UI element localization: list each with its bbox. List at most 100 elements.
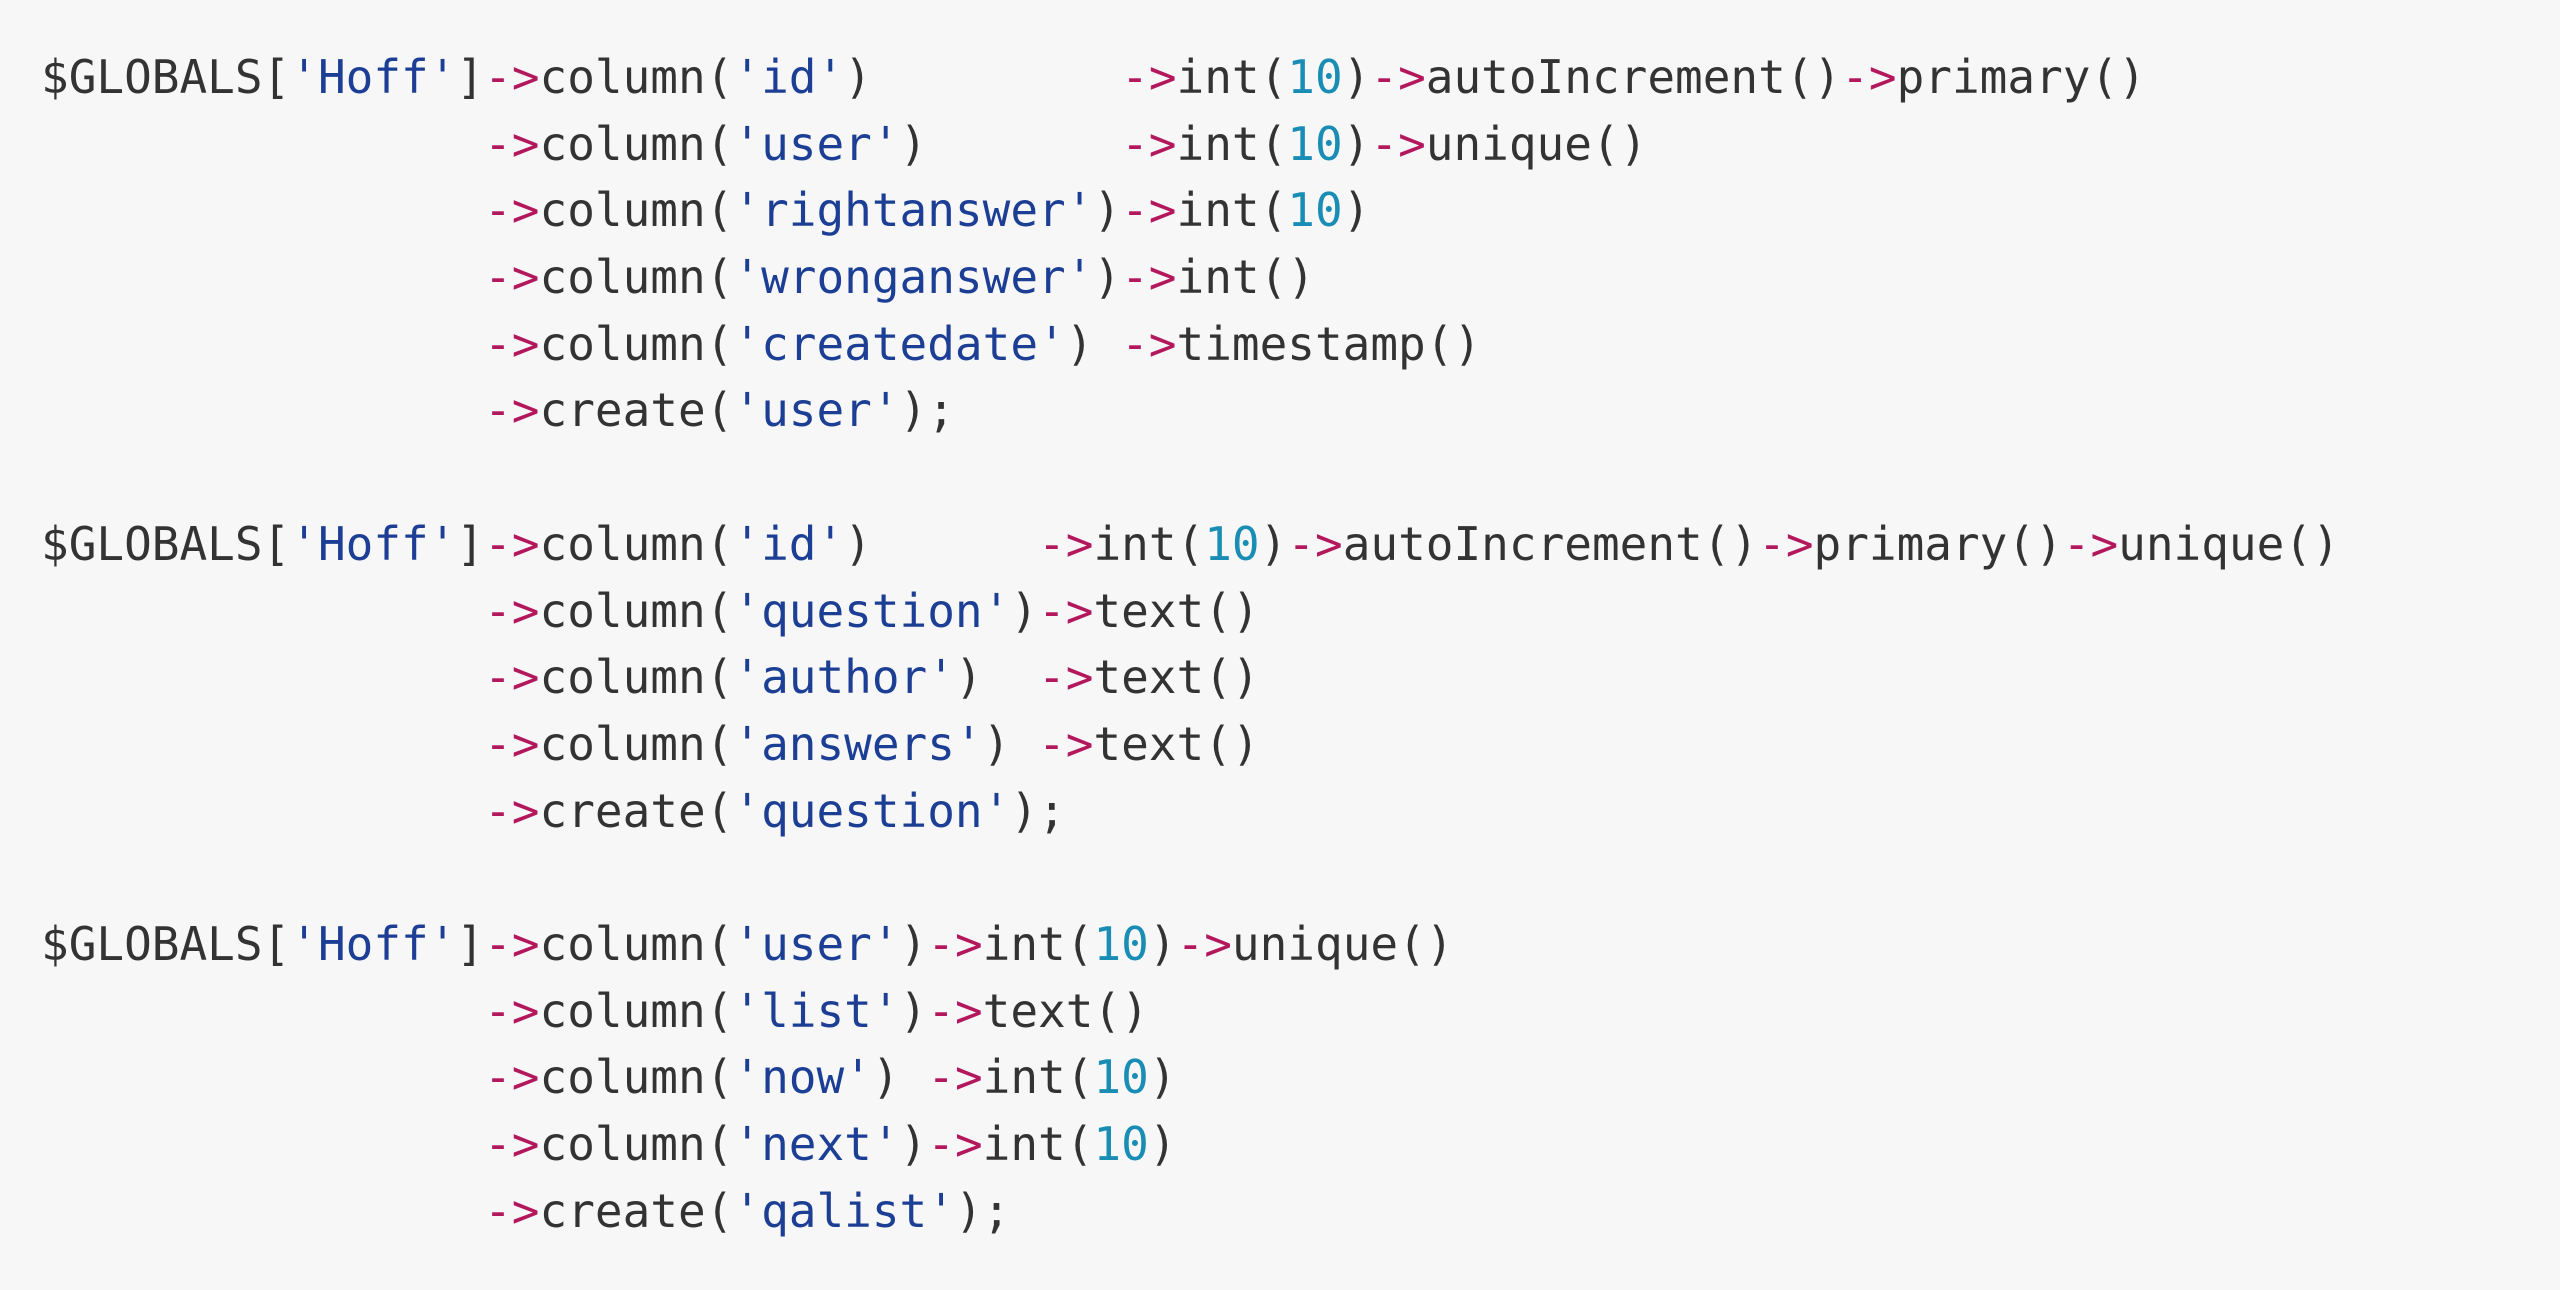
code-text	[41, 1050, 484, 1104]
code-text: int(	[1176, 183, 1288, 238]
code-line: ->column('rightanswer')->int(10)	[41, 177, 2340, 244]
code-text: column(	[539, 583, 734, 638]
code-text: column(	[539, 1117, 734, 1171]
arrow-operator: ->	[484, 1050, 540, 1105]
string-literal: 'wronganswer'	[733, 250, 1094, 305]
code-text: column(	[539, 183, 734, 238]
code-text: column(	[539, 516, 734, 571]
code-text: unique()	[1231, 916, 1454, 971]
code-text: int(	[982, 1117, 1094, 1171]
arrow-operator: ->	[1370, 50, 1426, 104]
code-text: )	[899, 1117, 928, 1171]
arrow-operator: ->	[484, 250, 540, 305]
string-literal: 'user'	[733, 916, 900, 971]
code-text: )	[1093, 250, 1122, 305]
arrow-operator: ->	[484, 1117, 540, 1171]
code-text: )	[871, 1050, 928, 1105]
code-text: )	[1093, 183, 1122, 238]
number-literal: 10	[1287, 183, 1343, 238]
code-text: unique()	[1425, 116, 1648, 171]
code-text: $GLOBALS[	[41, 50, 291, 104]
code-text: int(	[1176, 50, 1288, 104]
code-line: ->column('question')->text()	[41, 578, 2340, 645]
string-literal: 'id'	[733, 50, 845, 104]
arrow-operator: ->	[484, 183, 540, 238]
code-text: int()	[1176, 250, 1315, 305]
code-text: )	[1148, 916, 1177, 971]
arrow-operator: ->	[927, 983, 983, 1038]
string-literal: 'rightanswer'	[733, 183, 1094, 238]
code-text	[41, 650, 484, 704]
code-text: create(	[539, 783, 734, 838]
arrow-operator: ->	[484, 916, 540, 971]
code-text: column(	[539, 50, 734, 104]
code-text: text()	[982, 983, 1149, 1038]
code-text	[41, 250, 484, 304]
code-line: ->column('list')->text()	[41, 978, 2340, 1045]
string-literal: 'Hoff'	[290, 916, 457, 971]
code-text: )	[1342, 116, 1371, 171]
code-text: )	[844, 516, 1039, 571]
code-text: );	[1010, 783, 1066, 838]
arrow-operator: ->	[1038, 650, 1094, 705]
code-line: $GLOBALS['Hoff']->column('user')->int(10…	[41, 911, 2340, 978]
arrow-operator: ->	[484, 983, 540, 1038]
arrow-operator: ->	[927, 1050, 983, 1105]
code-line: ->column('author') ->text()	[41, 644, 2340, 711]
code-text	[41, 183, 484, 237]
string-literal: 'answers'	[733, 716, 983, 771]
string-literal: 'now'	[733, 1050, 872, 1105]
code-text: autoIncrement()	[1425, 50, 1842, 104]
string-literal: 'user'	[733, 383, 900, 438]
string-literal: 'qalist'	[733, 1183, 955, 1238]
code-text: text()	[1093, 650, 1260, 705]
arrow-operator: ->	[1038, 583, 1094, 638]
code-text	[41, 984, 484, 1038]
string-literal: 'next'	[733, 1117, 900, 1171]
code-text: )	[844, 50, 1122, 104]
number-literal: 10	[1093, 1050, 1149, 1105]
code-text: )	[1342, 183, 1371, 238]
code-text	[41, 717, 484, 771]
arrow-operator: ->	[484, 583, 540, 638]
number-literal: 10	[1093, 916, 1149, 971]
code-text	[41, 317, 484, 371]
code-text: );	[954, 1183, 1011, 1238]
arrow-operator: ->	[1121, 50, 1177, 104]
code-text: $GLOBALS[	[41, 916, 291, 971]
code-line: ->column('wronganswer')->int()	[41, 244, 2340, 311]
code-text: create(	[539, 1183, 734, 1238]
string-literal: 'Hoff'	[290, 516, 457, 571]
arrow-operator: ->	[484, 516, 540, 571]
code-text: )	[1065, 316, 1122, 371]
code-text: unique()	[2118, 516, 2340, 571]
arrow-operator: ->	[1121, 183, 1177, 238]
code-text: column(	[539, 983, 734, 1038]
arrow-operator: ->	[484, 650, 540, 705]
code-text	[41, 584, 484, 638]
code-line: ->create('question');	[41, 778, 2340, 845]
code-text	[41, 784, 484, 838]
code-text: text()	[1093, 716, 1260, 771]
code-text: );	[899, 383, 955, 438]
arrow-operator: ->	[1121, 250, 1177, 305]
code-text: )	[899, 116, 1122, 171]
code-text	[41, 383, 484, 437]
code-line: ->column('answers') ->text()	[41, 711, 2340, 778]
code-text	[41, 1184, 484, 1238]
code-text: column(	[539, 916, 734, 971]
code-text: )	[1342, 50, 1371, 104]
code-text: )	[1148, 1117, 1177, 1171]
arrow-operator: ->	[1121, 116, 1177, 171]
code-text: column(	[539, 1050, 734, 1105]
string-literal: 'id'	[733, 516, 845, 571]
arrow-operator: ->	[1176, 916, 1232, 971]
arrow-operator: ->	[1841, 50, 1897, 104]
number-literal: 10	[1093, 1117, 1149, 1171]
arrow-operator: ->	[1038, 516, 1094, 571]
code-line	[41, 444, 2340, 511]
code-text	[41, 117, 484, 171]
code-text: column(	[539, 116, 734, 171]
arrow-operator: ->	[484, 1183, 540, 1238]
number-literal: 10	[1287, 116, 1343, 171]
